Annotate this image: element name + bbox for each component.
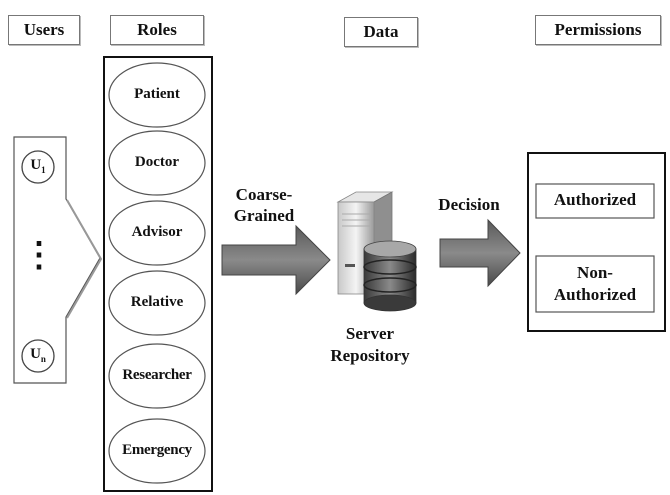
role-ellipse-doctor [108, 130, 206, 196]
role-ellipse-researcher [108, 343, 206, 409]
non-authorized-label: Non- Authorized [553, 263, 637, 304]
role-ellipse-advisor [108, 200, 206, 266]
authorized-box [535, 183, 655, 219]
users-ellipsis: ⋮ [22, 237, 56, 274]
decision-label: Decision [438, 195, 500, 214]
role-label-emergency: Emergency [122, 442, 192, 458]
users-header: Users [8, 15, 80, 45]
coarse-grained-label: Coarse- Grained [233, 185, 295, 225]
authorized-label: Authorized [553, 190, 637, 209]
role-ellipse-relative [108, 270, 206, 336]
non-authorized-box [535, 255, 655, 313]
role-label-researcher: Researcher [122, 367, 192, 383]
coarse-grained-arrow [221, 224, 331, 296]
user-label-1: U1 [30, 157, 46, 175]
role-label-patient: Patient [134, 86, 180, 102]
user-circle-n [21, 339, 55, 373]
role-label-advisor: Advisor [131, 224, 183, 240]
server-repository-label: Server Repository [330, 324, 410, 365]
user-circle-1 [21, 150, 55, 184]
role-label-relative: Relative [130, 294, 184, 310]
data-header: Data [344, 17, 418, 47]
permissions-header: Permissions [535, 15, 661, 45]
decision-arrow [439, 218, 521, 288]
role-ellipse-emergency [108, 418, 206, 484]
user-label-n: Un [30, 346, 46, 364]
role-ellipse-patient [108, 62, 206, 128]
roles-header: Roles [110, 15, 204, 45]
users-arrow-shape [13, 136, 101, 384]
role-label-doctor: Doctor [134, 154, 180, 170]
database-icon [363, 240, 417, 312]
